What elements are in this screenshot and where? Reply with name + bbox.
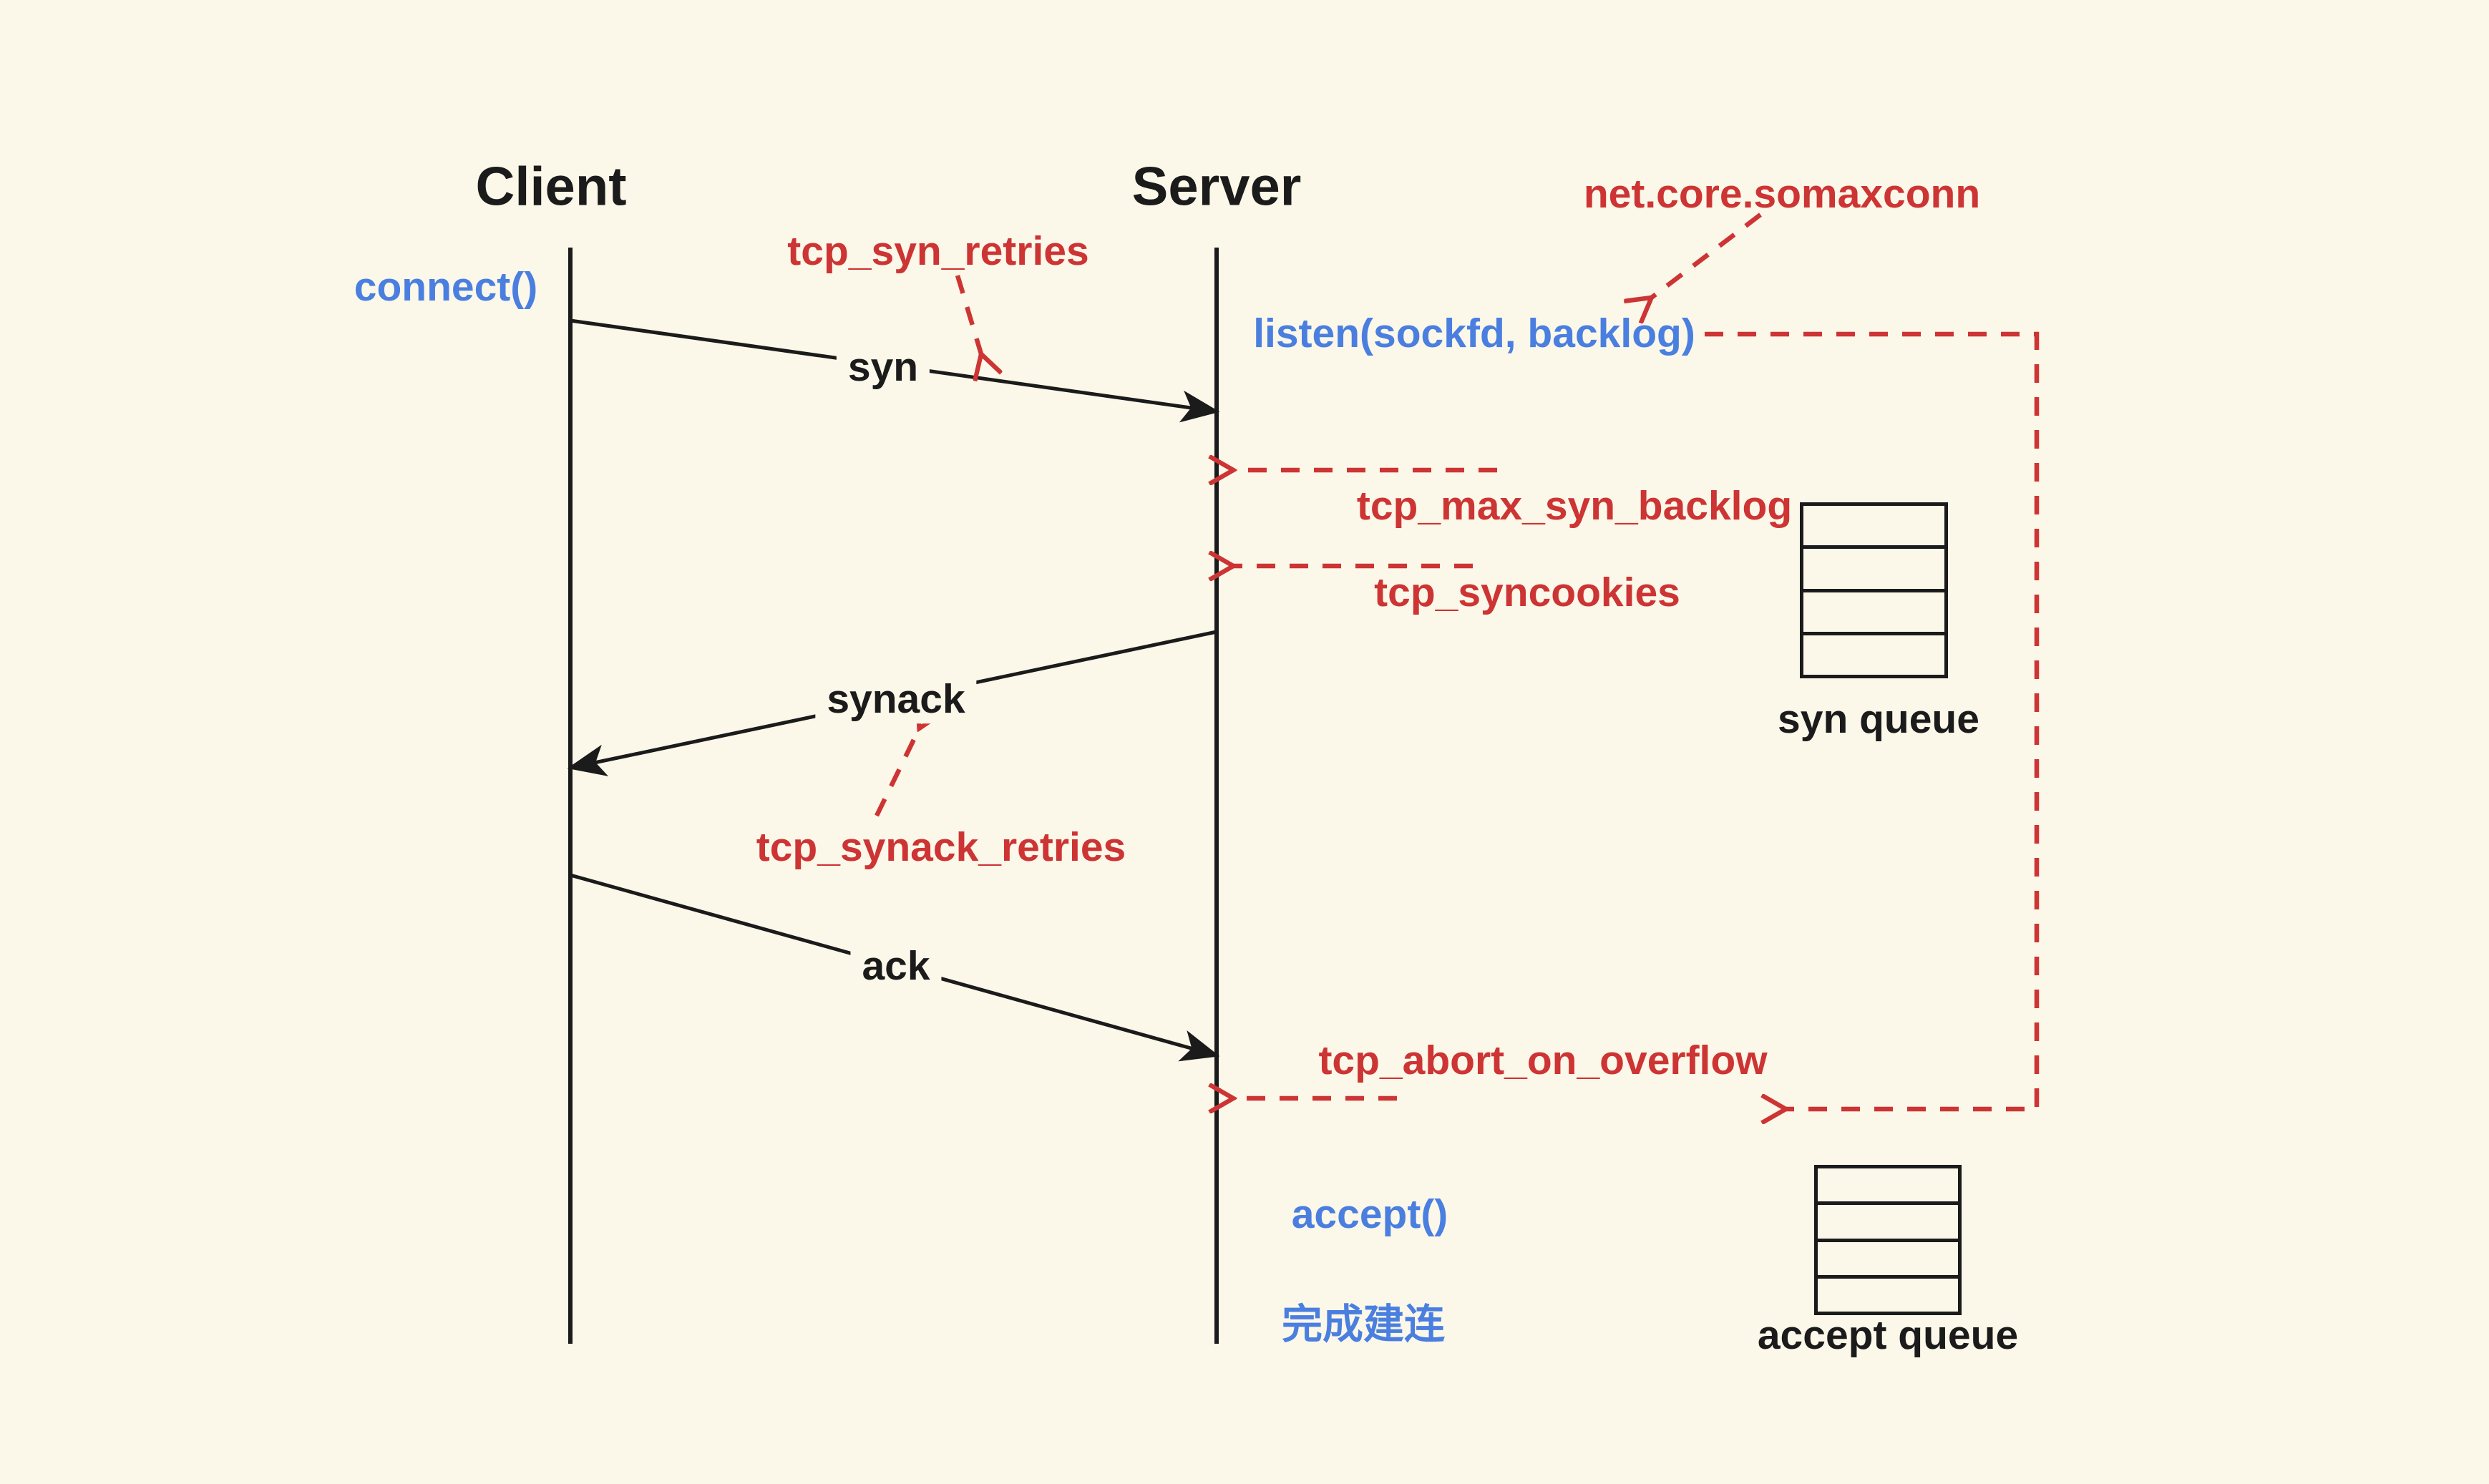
accept-queue-box (1814, 1165, 1962, 1315)
syn-retries-param-label: tcp_syn_retries (787, 228, 1089, 275)
listen-call-label: listen(sockfd, backlog) (1253, 311, 1695, 357)
queue-slot (1818, 1168, 1958, 1206)
accept-queue-label: accept queue (1757, 1312, 2019, 1359)
connect-call-label: connect() (354, 264, 538, 311)
queue-slot (1818, 1242, 1958, 1279)
syn-message-label: syn (836, 344, 930, 391)
ack-message-label: ack (850, 943, 942, 990)
syn-queue-label: syn queue (1778, 696, 1979, 743)
max-syn-backlog-param-label: tcp_max_syn_backlog (1356, 483, 1793, 529)
somaxconn-param-label: net.core.somaxconn (1583, 171, 1981, 218)
synack-retries-pointer-arrow (875, 726, 920, 817)
accept-call-label: accept() (1291, 1191, 1448, 1238)
queue-slot (1818, 1279, 1958, 1312)
syn-queue-box (1800, 502, 1948, 678)
client-title: Client (475, 156, 627, 218)
queue-slot (1803, 635, 1944, 675)
queue-slot (1803, 592, 1944, 635)
syn-retries-pointer-arrow (955, 275, 982, 356)
syncookies-param-label: tcp_syncookies (1374, 570, 1680, 616)
connection-established-label: 完成建连 (1282, 1302, 1445, 1348)
abort-on-overflow-param-label: tcp_abort_on_overflow (1318, 1038, 1768, 1084)
queue-slot (1803, 506, 1944, 550)
queue-slot (1818, 1205, 1958, 1242)
server-title: Server (1131, 156, 1302, 218)
synack-retries-param-label: tcp_synack_retries (756, 824, 1126, 871)
queue-slot (1803, 549, 1944, 592)
somaxconn-pointer-arrow (1650, 213, 1762, 299)
listen-backlog-to-accept-queue-dashed-path (1705, 331, 2040, 1109)
synack-message-label: synack (815, 676, 977, 723)
